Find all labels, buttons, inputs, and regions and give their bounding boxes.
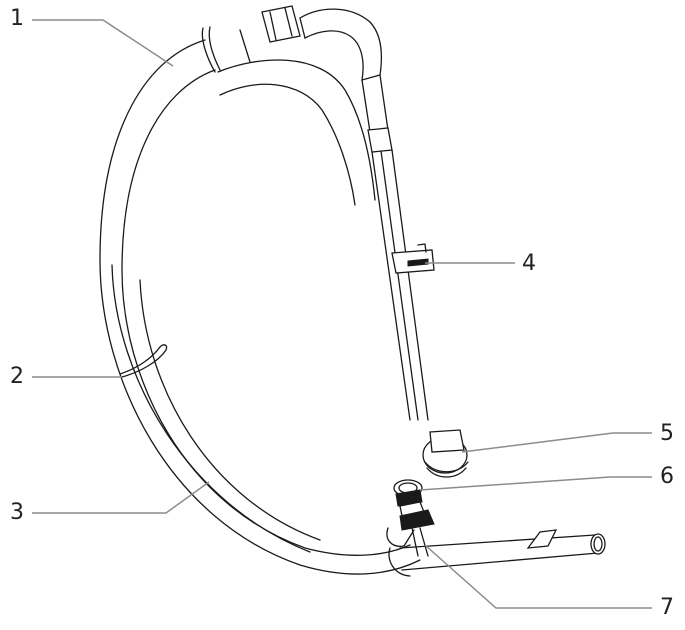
inner-hose [111,59,376,553]
leader-6 [419,476,652,491]
leader-5 [461,432,652,453]
callout-label-7: 7 [660,595,674,620]
leader-7 [424,544,652,609]
lower-tube [388,529,606,577]
top-coupling [261,5,429,421]
callout-label-1: 1 [10,6,24,31]
outer-hose [99,39,421,575]
leader-3 [32,481,210,514]
retaining-clip [386,527,429,557]
callout-label-4: 4 [522,251,536,276]
callout-label-5: 5 [660,421,674,446]
threaded-fitting-nut [422,429,469,478]
quick-connector [393,479,435,531]
leader-lines [32,19,652,609]
leader-1 [32,19,174,67]
hose-clip-ring [119,344,168,378]
tube-clip [391,243,435,274]
callout-label-6: 6 [660,464,674,489]
callout-label-2: 2 [10,364,24,389]
callout-label-3: 3 [10,500,24,525]
top-hose-clip [201,26,251,73]
